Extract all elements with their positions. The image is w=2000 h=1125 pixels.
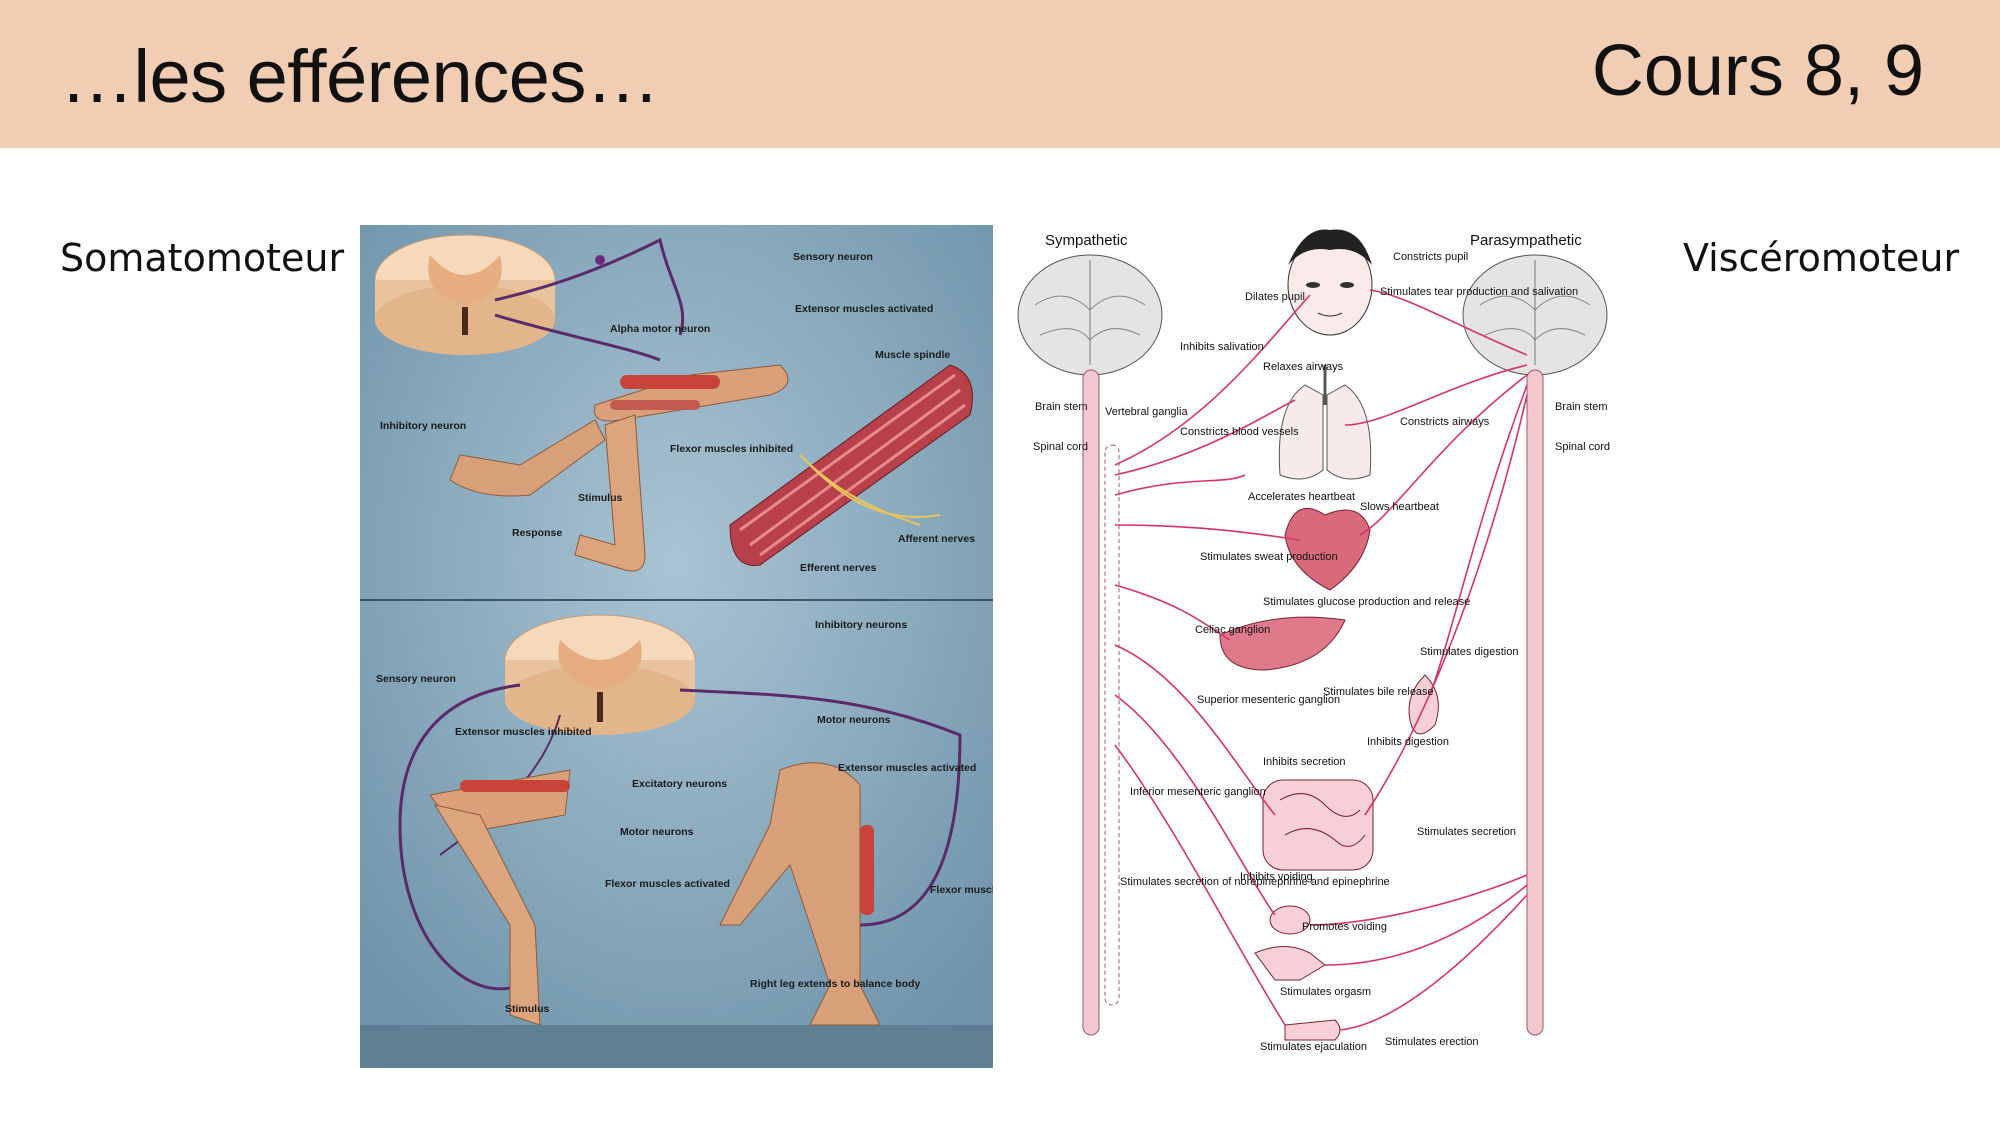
genitals [1284, 1019, 1341, 1041]
label-motor-neurons-right: Motor neurons [817, 714, 891, 726]
slide-title: …les efférences… [60, 35, 660, 118]
label-inhibits-voiding: Inhibits voiding [1240, 871, 1313, 883]
label-extensor-activated-bottom: Extensor muscles activated [838, 762, 976, 774]
label-stimulus-bottom: Stimulus [505, 1003, 549, 1015]
label-inhibits-secretion: Inhibits secretion [1263, 756, 1346, 768]
muscle-spindle-drawing [729, 364, 973, 566]
label-sensory-neuron-bottom: Sensory neuron [376, 673, 456, 685]
label-extensor-inhibited: Extensor muscles inhibited [455, 726, 592, 738]
intestines [1262, 779, 1374, 871]
label-bile-release: Stimulates bile release [1323, 686, 1434, 698]
label-muscle-spindle: Muscle spindle [875, 349, 950, 361]
label-flexor-inhibited-bottom: Flexor muscles inhibited [930, 884, 993, 896]
label-stimulates-ejaculation: Stimulates ejaculation [1260, 1041, 1367, 1053]
bladder [1269, 905, 1311, 935]
ans-diagram: Sympathetic Parasympathetic Brain stem V… [1017, 229, 1610, 1053]
somatomotor-label: Somatomoteur [60, 236, 345, 280]
label-inhibits-salivation: Inhibits salivation [1180, 341, 1264, 353]
bottom-legs [429, 762, 881, 1026]
label-slows-heartbeat: Slows heartbeat [1360, 501, 1439, 513]
label-extensor-activated-top: Extensor muscles activated [795, 303, 933, 315]
spinal-cord-section-top [374, 234, 556, 355]
brain-left [1017, 254, 1163, 376]
label-excitatory-neurons: Excitatory neurons [632, 778, 727, 790]
nerve-fibers [1114, 289, 1528, 1031]
label-stimulates-secretion: Stimulates secretion [1417, 826, 1516, 838]
lungs [1278, 365, 1372, 480]
label-adrenal-secretion: Stimulates secretion of norepinephrine a… [1120, 876, 1390, 888]
label-inhibitory-neurons: Inhibitory neurons [815, 619, 907, 631]
label-stimulus-top: Stimulus [578, 492, 622, 504]
sympathetic-chain [1104, 444, 1120, 1006]
course-number: Cours 8, 9 [1591, 31, 1924, 111]
label-stimulates-erection: Stimulates erection [1385, 1036, 1479, 1048]
label-sensory-neuron-top: Sensory neuron [793, 251, 873, 263]
label-brain-stem-right: Brain stem [1555, 401, 1608, 413]
label-tear-production: Stimulates tear production and salivatio… [1380, 286, 1578, 298]
label-flexor-inhibited-top: Flexor muscles inhibited [670, 443, 793, 455]
spinal-cord-left [1082, 369, 1100, 1036]
label-spinal-cord-left: Spinal cord [1033, 441, 1088, 453]
liver [1219, 616, 1346, 671]
label-flexor-activated: Flexor muscles activated [605, 878, 730, 890]
reflex-arc-figure: Sensory neuron Extensor muscles activate… [360, 225, 1053, 1068]
slide-header: …les efférences… Cours 8, 9 [0, 0, 2000, 148]
spinal-cord-section-bottom [504, 614, 696, 735]
brain-right [1462, 254, 1608, 376]
label-glucose-production: Stimulates glucose production and releas… [1263, 596, 1470, 608]
uterus [1254, 946, 1326, 981]
top-leg [449, 364, 789, 572]
label-promotes-voiding: Promotes voiding [1302, 921, 1387, 933]
label-stimulates-digestion: Stimulates digestion [1420, 646, 1518, 658]
heart [1284, 507, 1371, 591]
autonomic-nervous-system-figure: Sympathetic Parasympathetic Brain stem V… [1005, 225, 1645, 1070]
label-inhibitory-neuron: Inhibitory neuron [380, 420, 466, 432]
visceromotor-label: Viscéromoteur [1683, 236, 1960, 280]
label-motor-neurons-left: Motor neurons [620, 826, 694, 838]
label-accelerates-heartbeat: Accelerates heartbeat [1248, 491, 1355, 503]
label-parasympathetic: Parasympathetic [1470, 232, 1582, 249]
label-right-leg-extends: Right leg extends to balance body [750, 978, 921, 990]
label-sympathetic: Sympathetic [1045, 232, 1128, 249]
label-inferior-mesenteric: Inferior mesenteric ganglion [1130, 786, 1266, 798]
label-brain-stem-left: Brain stem [1035, 401, 1088, 413]
label-spinal-cord-right: Spinal cord [1555, 441, 1610, 453]
label-relaxes-airways: Relaxes airways [1263, 361, 1344, 373]
label-dilates-pupil: Dilates pupil [1245, 291, 1305, 303]
label-sweat-production: Stimulates sweat production [1200, 551, 1338, 563]
label-efferent-nerves: Efferent nerves [800, 562, 877, 574]
label-celiac-ganglion: Celiac ganglion [1195, 624, 1270, 636]
label-vertebral-ganglia: Vertebral ganglia [1105, 406, 1188, 418]
head [1287, 229, 1373, 336]
reflex-illustration: Sensory neuron Extensor muscles activate… [360, 225, 1053, 1068]
label-constricts-pupil: Constricts pupil [1393, 251, 1468, 263]
label-alpha-motor-neuron: Alpha motor neuron [610, 323, 710, 335]
label-inhibits-digestion: Inhibits digestion [1367, 736, 1449, 748]
label-stimulates-orgasm: Stimulates orgasm [1280, 986, 1371, 998]
label-superior-mesenteric: Superior mesenteric ganglion [1197, 694, 1340, 706]
label-constricts-vessels: Constricts blood vessels [1180, 426, 1299, 438]
label-response: Response [512, 527, 562, 539]
label-constricts-airways: Constricts airways [1400, 416, 1490, 428]
label-afferent-nerves: Afferent nerves [898, 533, 975, 545]
spinal-cord-right [1526, 369, 1544, 1036]
